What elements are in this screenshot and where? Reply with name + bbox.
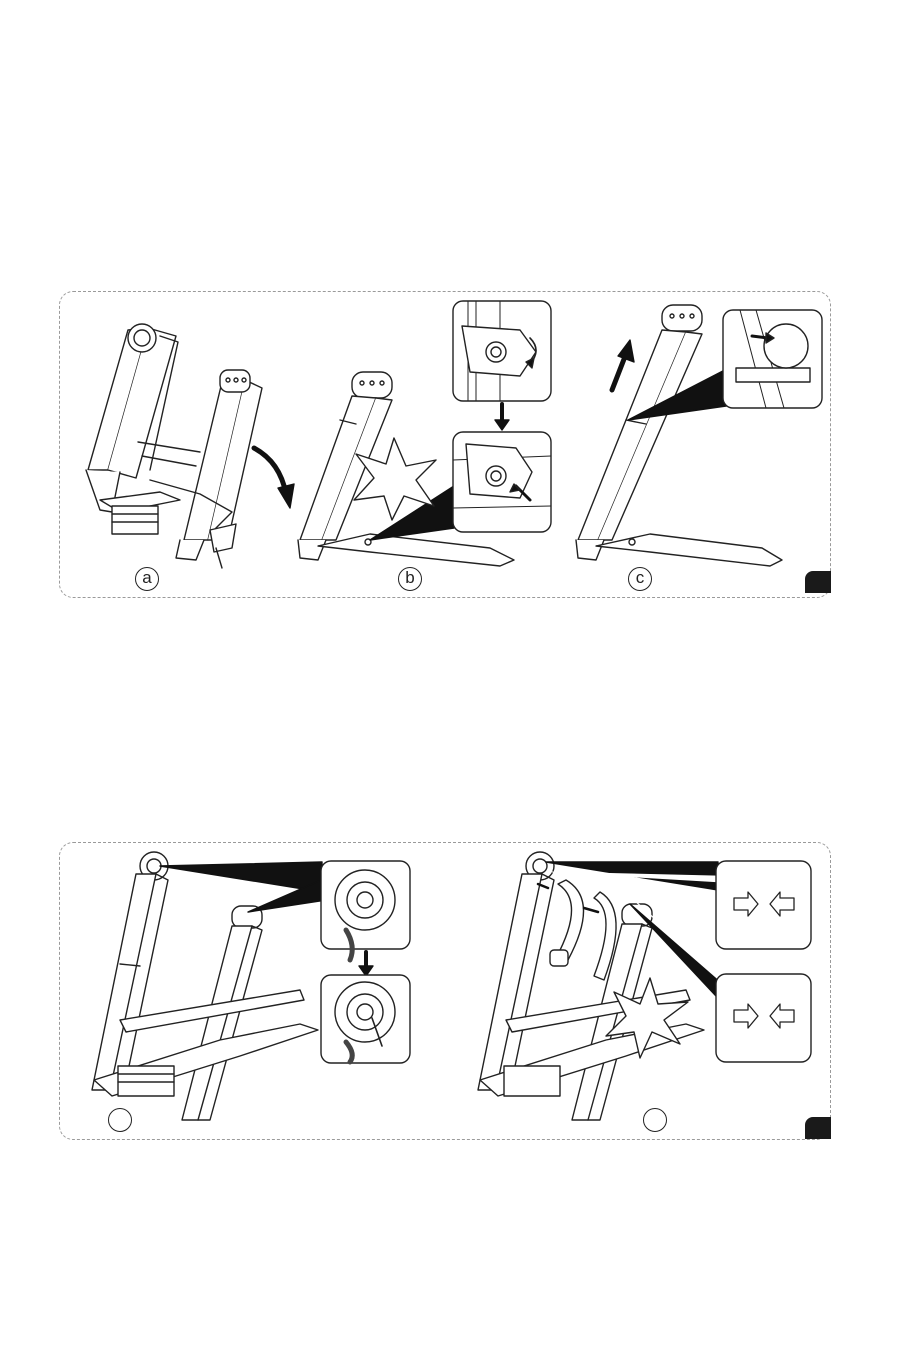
assembly-panel-bottom [59, 842, 831, 1140]
step-label-c: c [628, 567, 652, 591]
up-arrow-icon [612, 354, 626, 390]
step-label-a: a [135, 567, 159, 591]
step-label-b: b [398, 567, 422, 591]
page-corner-tab-top [805, 571, 831, 593]
step-label-e [643, 1108, 667, 1132]
frame-folded-drawing [86, 324, 262, 568]
page-corner-tab-bottom [805, 1117, 831, 1139]
step-label-d [108, 1108, 132, 1132]
